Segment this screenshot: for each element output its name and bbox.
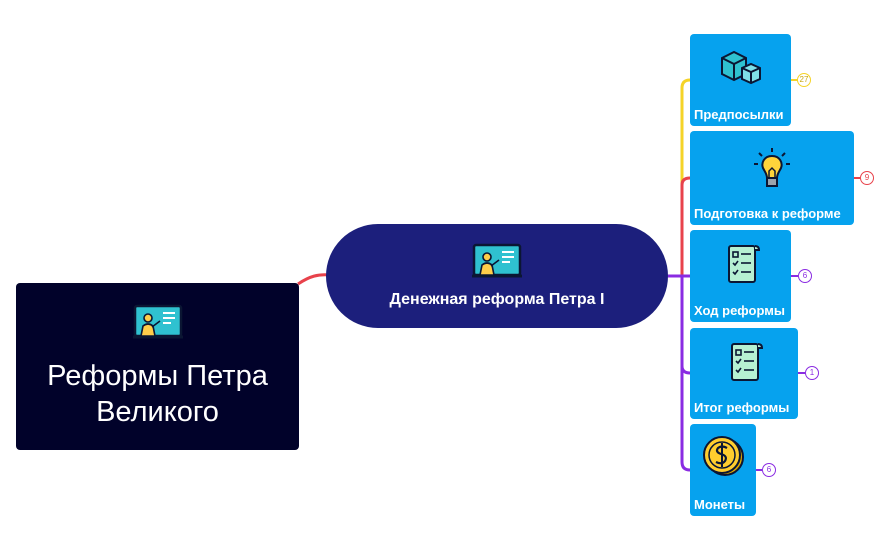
connector-topic-2 [680, 176, 691, 276]
subtopic-itog[interactable]: Итог реформы [690, 328, 798, 419]
main-title: Денежная реформа Петра I [389, 291, 605, 308]
subtopic-khod[interactable]: Ход реформы [690, 230, 791, 322]
subtopic-label: Итог реформы [694, 400, 790, 415]
count-badge[interactable]: 9 [860, 171, 874, 185]
subtopic-monety[interactable]: Монеты [690, 424, 756, 516]
subtopic-predposylki[interactable]: Предпосылки [690, 34, 791, 126]
subtopic-label: Монеты [694, 497, 746, 512]
count-badge[interactable]: 27 [797, 73, 811, 87]
checklist-icon [731, 343, 764, 381]
teacher-board-icon [132, 304, 183, 338]
count-badge[interactable]: 6 [762, 463, 776, 477]
connector-topic-1 [668, 78, 691, 278]
subtopic-label: Ход реформы [694, 303, 785, 318]
root-title: Реформы Петра Великого [47, 359, 268, 428]
count-badge[interactable]: 1 [805, 366, 819, 380]
subtopic-label: Предпосылки [694, 107, 784, 122]
coin-dollar-icon [703, 436, 744, 476]
main-topic[interactable]: Денежная реформа Петра I [326, 224, 668, 328]
count-badge[interactable]: 6 [798, 269, 812, 283]
teacher-board-icon [472, 243, 522, 278]
subtopic-label: Подготовка к реформе [694, 206, 841, 221]
checklist-icon [727, 245, 760, 283]
subtopic-podgotovka[interactable]: Подготовка к реформе [690, 131, 854, 225]
root-topic[interactable]: Реформы Петра Великого [16, 283, 299, 450]
connector-topic-5 [680, 276, 691, 472]
light-bulb-icon [754, 148, 790, 187]
cubes-icon [720, 50, 761, 85]
